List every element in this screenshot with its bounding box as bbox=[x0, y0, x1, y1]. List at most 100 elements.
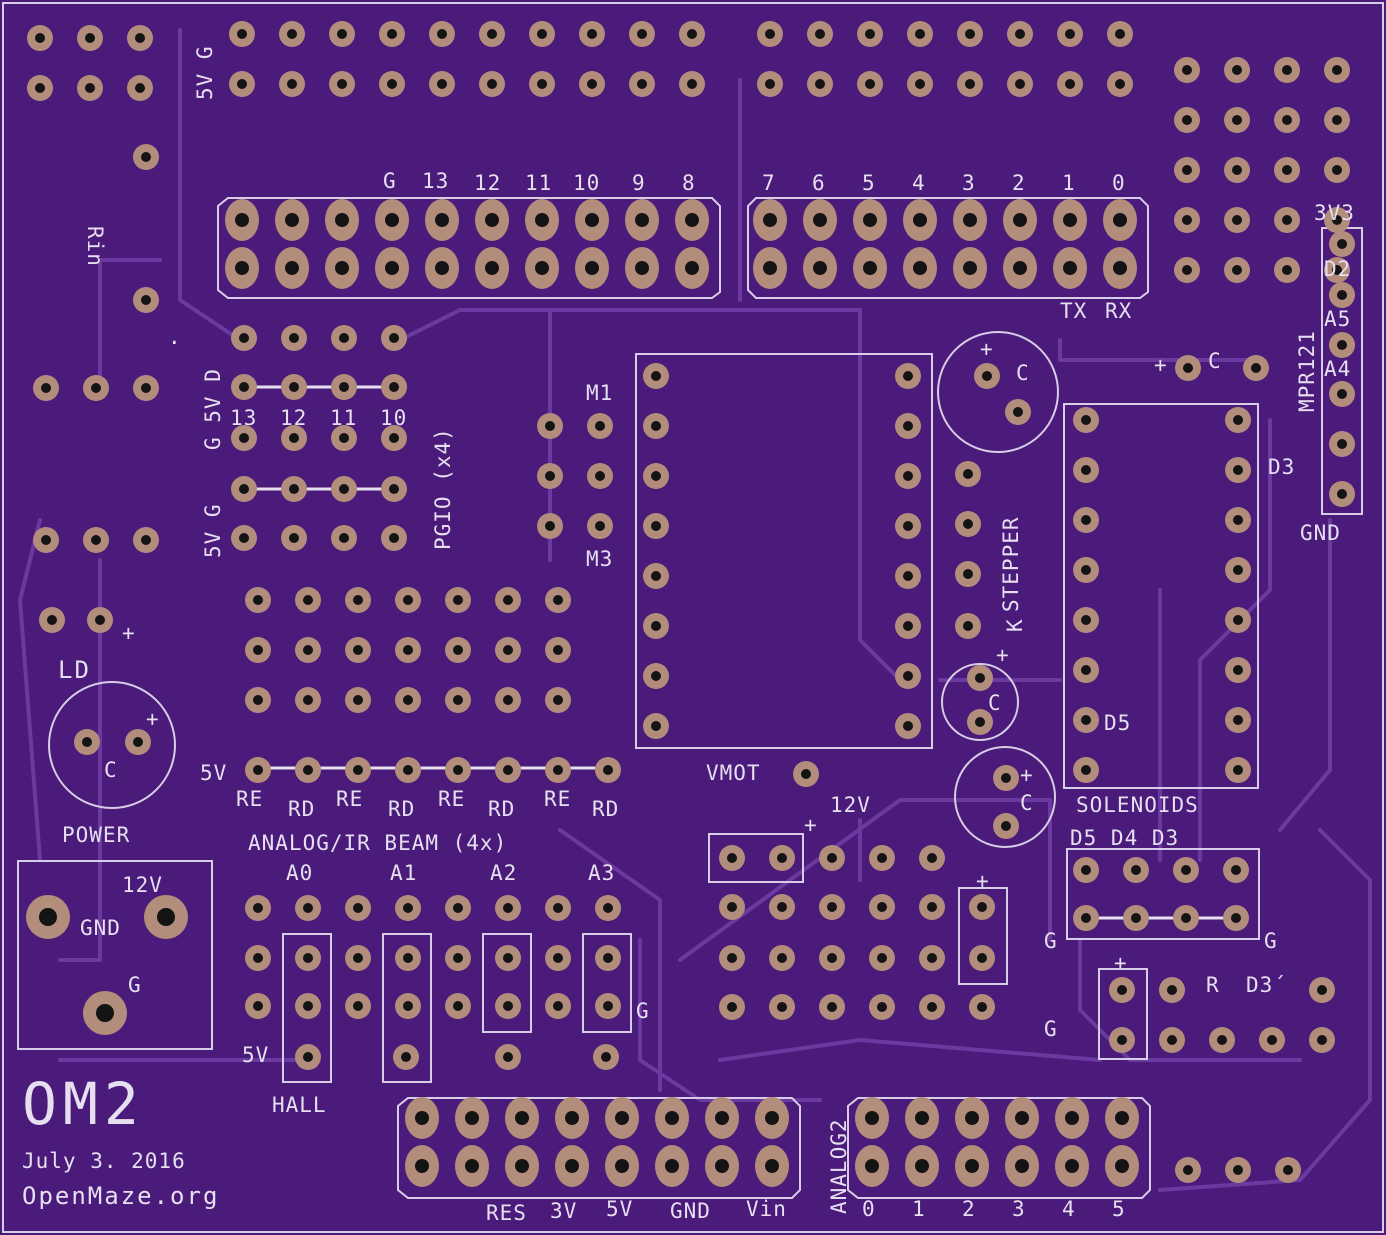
pad-hole bbox=[389, 484, 399, 494]
pad-hole bbox=[1181, 865, 1191, 875]
pad-hole bbox=[353, 903, 363, 913]
pad-hole bbox=[403, 903, 413, 913]
pad-hole bbox=[385, 213, 399, 227]
pad-hole bbox=[465, 1159, 479, 1173]
pad-hole bbox=[1015, 1111, 1029, 1125]
pad-hole bbox=[813, 261, 827, 275]
pad-hole bbox=[1231, 913, 1241, 923]
solenoid-driver-outline bbox=[1063, 403, 1259, 789]
pad-hole bbox=[1233, 1165, 1243, 1175]
pad-hole bbox=[1001, 773, 1011, 783]
label-mpr-gnd: GND bbox=[1300, 521, 1341, 545]
label-g-high: G bbox=[383, 169, 397, 193]
board-website: OpenMaze.org bbox=[22, 1182, 219, 1210]
pad-hole bbox=[437, 29, 447, 39]
pad-hole bbox=[387, 29, 397, 39]
pad-hole bbox=[927, 853, 937, 863]
label-3: 3 bbox=[962, 171, 976, 195]
label-c-4: C bbox=[1208, 349, 1222, 373]
pad-hole bbox=[777, 902, 787, 912]
pad-hole bbox=[903, 521, 913, 531]
pad-hole bbox=[1282, 215, 1292, 225]
label-stepper: STEPPER bbox=[999, 516, 1023, 612]
pad-hole bbox=[515, 1111, 529, 1125]
pad-hole bbox=[1115, 1111, 1129, 1125]
label-c-3: C bbox=[1020, 791, 1034, 815]
label-g-analog: G bbox=[636, 999, 650, 1023]
pad-hole bbox=[777, 1002, 787, 1012]
pad-hole bbox=[303, 645, 313, 655]
label-c-2: C bbox=[988, 691, 1002, 715]
label-11: 11 bbox=[525, 171, 552, 195]
pad-hole bbox=[1232, 165, 1242, 175]
hall-header-outline bbox=[282, 933, 332, 1083]
label-vin: Vin bbox=[746, 1197, 787, 1221]
pad-hole bbox=[35, 33, 45, 43]
label-r: R bbox=[1206, 973, 1220, 997]
pad-hole bbox=[503, 903, 513, 913]
pad-hole bbox=[485, 213, 499, 227]
pad-hole bbox=[665, 1111, 679, 1125]
label-c-led: C bbox=[104, 758, 118, 782]
pad-hole bbox=[1332, 165, 1342, 175]
pad-hole bbox=[239, 333, 249, 343]
pad-hole bbox=[485, 261, 499, 275]
pad-hole bbox=[1337, 340, 1347, 350]
pad-hole bbox=[95, 615, 105, 625]
label-c-1: C bbox=[1016, 361, 1030, 385]
pad-hole bbox=[1233, 415, 1243, 425]
pad-hole bbox=[827, 853, 837, 863]
capacitor-outline-3 bbox=[954, 746, 1056, 848]
pad-hole bbox=[1063, 261, 1077, 275]
pad-hole bbox=[289, 484, 299, 494]
pad-hole bbox=[285, 261, 299, 275]
pad-hole bbox=[651, 521, 661, 531]
analog-header-a2-outline bbox=[482, 933, 532, 1033]
label-re-2: RE bbox=[336, 787, 363, 811]
label-rd-3: RD bbox=[488, 797, 515, 821]
pad-hole bbox=[1182, 65, 1192, 75]
label-a2: A2 bbox=[490, 861, 517, 885]
pad-hole bbox=[303, 595, 313, 605]
pad-hole bbox=[515, 1159, 529, 1173]
pad-hole bbox=[1115, 1159, 1129, 1173]
pad-hole bbox=[865, 1111, 879, 1125]
label-pgio-side-1: G 5V D bbox=[201, 368, 225, 450]
pad-hole bbox=[603, 903, 613, 913]
pad-hole bbox=[339, 533, 349, 543]
pad-hole bbox=[965, 1111, 979, 1125]
pad-hole bbox=[403, 595, 413, 605]
pad-hole bbox=[727, 902, 737, 912]
pad-hole bbox=[335, 261, 349, 275]
pad-hole bbox=[1282, 65, 1292, 75]
pad-hole bbox=[1332, 115, 1342, 125]
label-7: 7 bbox=[762, 171, 776, 195]
pad-hole bbox=[777, 953, 787, 963]
pad-hole bbox=[1181, 913, 1191, 923]
label-m1: M1 bbox=[586, 381, 613, 405]
pad-hole bbox=[915, 1111, 929, 1125]
label-mpr-d2: D2 bbox=[1324, 257, 1351, 281]
pad-hole bbox=[1337, 239, 1347, 249]
pad-hole bbox=[1231, 865, 1241, 875]
pad-hole bbox=[975, 717, 985, 727]
pad-hole bbox=[1063, 213, 1077, 227]
label-5: 5 bbox=[862, 171, 876, 195]
pad-hole bbox=[339, 382, 349, 392]
d3-header-outline bbox=[1098, 968, 1148, 1060]
pad-hole bbox=[715, 1159, 729, 1173]
pad-hole bbox=[253, 645, 263, 655]
pad-hole bbox=[903, 371, 913, 381]
pad-hole bbox=[635, 213, 649, 227]
label-plus-led: + bbox=[146, 707, 160, 731]
pad-hole bbox=[287, 29, 297, 39]
pad-hole bbox=[545, 471, 555, 481]
pad-hole bbox=[1081, 865, 1091, 875]
label-analog2-1: 1 bbox=[912, 1197, 926, 1221]
pad-hole bbox=[1131, 865, 1141, 875]
pad-hole bbox=[453, 1001, 463, 1011]
label-gnd-jack: GND bbox=[80, 916, 121, 940]
pad-hole bbox=[253, 1001, 263, 1011]
cap-header-outline bbox=[958, 887, 1008, 985]
